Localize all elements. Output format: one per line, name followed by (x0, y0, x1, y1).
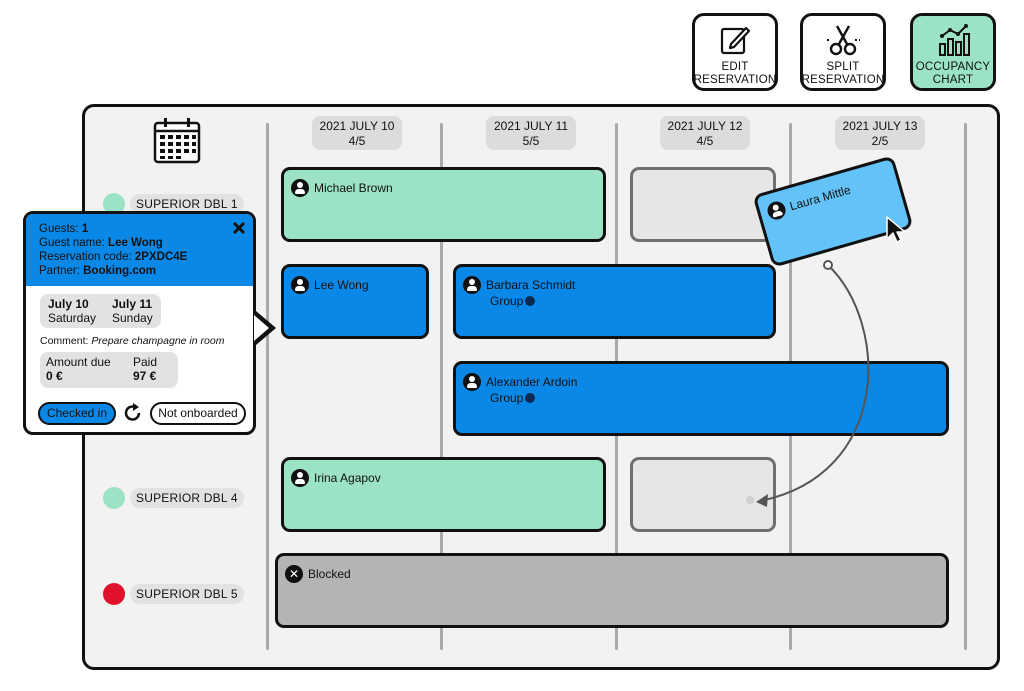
guest-avatar-icon (291, 276, 309, 294)
date-occupancy: 2/5 (871, 134, 889, 148)
room-status-dot (103, 583, 125, 605)
checkout-date: July 11 (112, 297, 153, 311)
payment-summary: Amount due 0 € Paid 97 € (40, 352, 178, 388)
group-dot-icon (525, 393, 536, 403)
stay-dates: July 10 Saturday July 11 Sunday (40, 294, 161, 328)
partner-label: Partner: (39, 265, 80, 277)
amount-due-label: Amount due (46, 355, 111, 369)
guest-avatar-icon (291, 469, 309, 487)
split-label-line2: RESERVATION (801, 74, 885, 86)
date-label: 2021 JULY 12 (667, 119, 743, 133)
blocked-period[interactable]: ✕ Blocked (275, 553, 949, 628)
refresh-icon[interactable] (122, 402, 144, 424)
mouse-cursor-icon (886, 216, 906, 243)
guest-name: Michael Brown (314, 181, 393, 195)
reservation-irina-agapov[interactable]: Irina Agapov (281, 457, 606, 532)
split-reservation-button[interactable]: SPLIT RESERVATION (800, 13, 886, 91)
group-label: Group (490, 294, 524, 308)
checkout-day: Sunday (112, 311, 153, 325)
edit-label-line1: EDIT (721, 61, 749, 73)
room-status-dot (103, 193, 125, 215)
date-header: 2021 JULY 12 4/5 (660, 116, 750, 150)
guest-avatar-icon (291, 179, 309, 197)
partner-value: Booking.com (83, 265, 156, 277)
scissors-icon (827, 25, 860, 56)
occupancy-chart-button[interactable]: OCCUPANCY CHART (910, 13, 996, 91)
room-name: SUPERIOR DBL 5 (130, 584, 244, 604)
room-row-superior-dbl-1[interactable]: SUPERIOR DBL 1 (103, 193, 244, 215)
guest-name-label: Guest name: (39, 237, 105, 249)
guests-value: 1 (81, 223, 89, 235)
day-divider (964, 123, 967, 650)
code-label: Reservation code: (39, 251, 132, 263)
amount-due-value: 0 € (46, 369, 63, 383)
date-label: 2021 JULY 11 (493, 119, 569, 133)
comment: Comment: Prepare champagne in room (40, 335, 224, 347)
reservation-lee-wong[interactable]: Lee Wong (281, 264, 429, 339)
drag-path-arrow (746, 260, 870, 507)
edit-label-line2: RESERVATION (693, 74, 777, 86)
guest-avatar-icon (765, 199, 788, 222)
group-dot-icon (525, 296, 536, 306)
split-label-line1: SPLIT (826, 61, 860, 73)
guest-avatar-icon (463, 373, 481, 391)
chart-label-line2: CHART (932, 74, 974, 86)
date-label: 2021 JULY 10 (319, 119, 395, 133)
day-divider (266, 123, 269, 650)
chart-label-line1: OCCUPANCY (915, 61, 991, 73)
guest-name: Barbara Schmidt (486, 278, 576, 292)
date-header: 2021 JULY 11 5/5 (486, 116, 576, 150)
room-name: SUPERIOR DBL 1 (130, 194, 244, 214)
popup-header: Guests: 1 Guest name: Lee Wong Reservati… (26, 214, 253, 286)
comment-label: Comment: (40, 335, 89, 347)
date-occupancy: 5/5 (522, 134, 540, 148)
guest-name: Irina Agapov (314, 471, 381, 485)
room-name: SUPERIOR DBL 4 (130, 488, 244, 508)
chart-icon (939, 24, 970, 56)
edit-reservation-button[interactable]: EDIT RESERVATION (692, 13, 778, 91)
date-label: 2021 JULY 13 (842, 119, 918, 133)
room-row-superior-dbl-5[interactable]: SUPERIOR DBL 5 (103, 583, 244, 605)
day-divider (440, 123, 443, 650)
guest-name: Lee Wong (314, 278, 369, 292)
reservation-details-popup: Guests: 1 Guest name: Lee Wong Reservati… (23, 211, 276, 435)
guests-label: Guests: (39, 223, 79, 235)
paid-label: Paid (133, 355, 158, 369)
reservation-barbara-schmidt[interactable]: Barbara Schmidt Group (453, 264, 776, 339)
group-label: Group (490, 391, 524, 405)
blocked-label: Blocked (308, 567, 351, 581)
guest-name-value: Lee Wong (108, 237, 163, 249)
room-row-superior-dbl-4[interactable]: SUPERIOR DBL 4 (103, 487, 244, 509)
popup-pointer-fill (254, 315, 269, 341)
empty-slot[interactable] (630, 167, 776, 242)
close-icon[interactable] (232, 221, 246, 235)
checked-in-button[interactable]: Checked in (38, 402, 116, 425)
date-occupancy: 4/5 (696, 134, 714, 148)
reservation-michael-brown[interactable]: Michael Brown (281, 167, 606, 242)
calendar-icon[interactable] (152, 117, 202, 165)
code-value: 2PXDC4E (134, 251, 188, 263)
date-header: 2021 JULY 10 4/5 (312, 116, 402, 150)
checkin-date: July 10 (48, 297, 89, 311)
date-occupancy: 4/5 (348, 134, 366, 148)
blocked-x-icon: ✕ (285, 565, 303, 583)
room-status-dot (103, 487, 125, 509)
paid-value: 97 € (133, 369, 157, 383)
edit-icon (720, 26, 751, 55)
date-header: 2021 JULY 13 2/5 (835, 116, 925, 150)
checkin-day: Saturday (48, 311, 97, 325)
guest-name: Laura Mittle (788, 182, 853, 214)
comment-value: Prepare champagne in room (91, 335, 225, 347)
not-onboarded-button[interactable]: Not onboarded (150, 402, 246, 425)
guest-name: Alexander Ardoin (486, 375, 578, 389)
guest-avatar-icon (463, 276, 481, 294)
drop-target-slot[interactable] (630, 457, 776, 532)
